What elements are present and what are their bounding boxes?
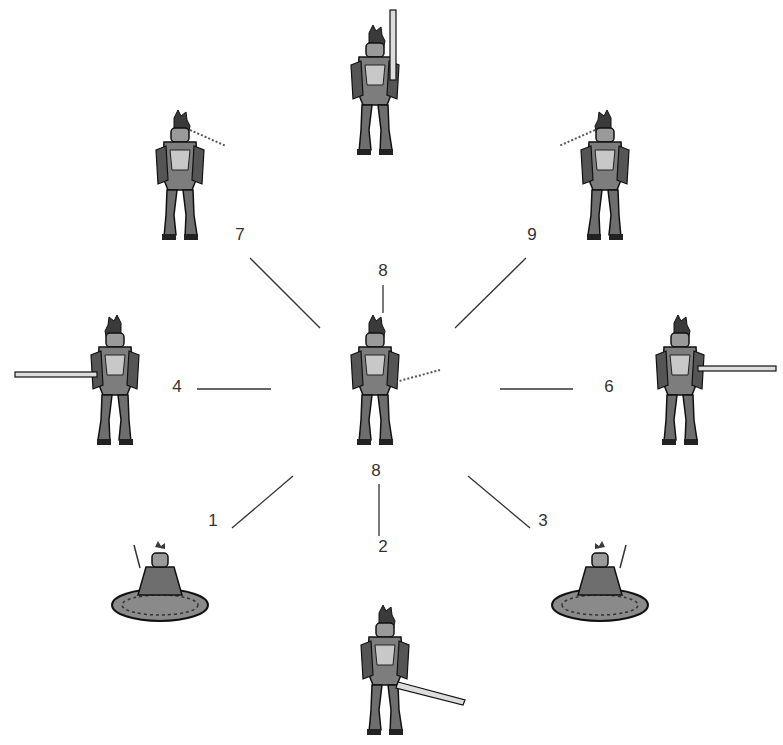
direction-number: 8 [369,461,382,480]
direction-number: 2 [376,537,389,556]
direction-number: 7 [233,225,246,244]
direction-number: 8 [376,261,389,280]
direction-number: 9 [525,225,538,244]
direction-number: 4 [170,377,183,396]
direction-number: 1 [206,511,219,530]
direction-number: 3 [536,511,549,530]
direction-number: 6 [602,377,615,396]
